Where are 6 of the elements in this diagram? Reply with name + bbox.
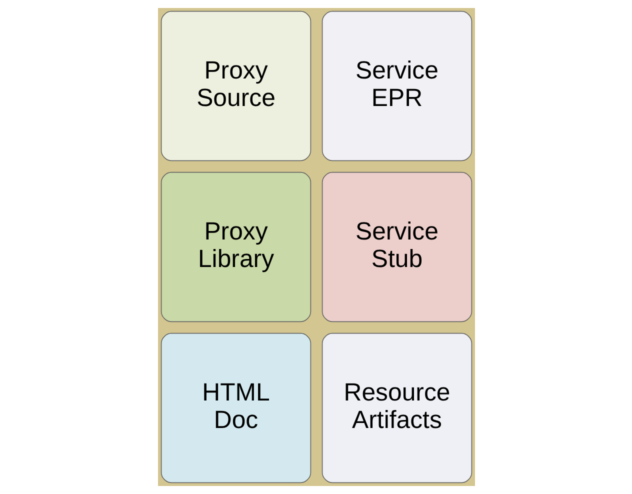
node-box: Proxy Source: [160, 10, 311, 162]
node-box: Resource Artifacts: [321, 332, 472, 484]
node-box: Proxy Library: [160, 172, 311, 322]
node-box: HTML Doc: [160, 332, 311, 484]
node-box: Service Stub: [321, 172, 472, 322]
node-box: Service EPR: [321, 10, 472, 162]
